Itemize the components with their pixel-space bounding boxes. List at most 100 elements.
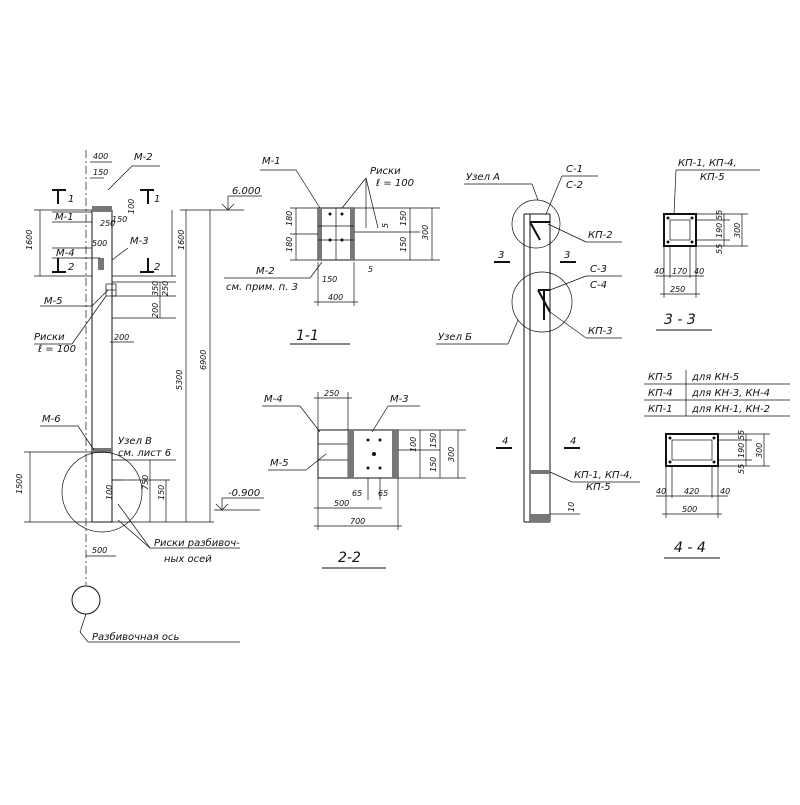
label-c3: С-3 [590,264,607,275]
cut-4-left: 4 [502,436,508,447]
label-1-1-m1: М-1 [262,156,281,167]
plate-m1-mark [92,206,112,212]
label-node-v-1: Узел В [118,436,152,447]
table-cell-name: КП-4 [648,388,673,399]
label-3-3-kp2: КП-5 [700,172,725,183]
column-elevation: 400 150 М-2 1 1 М-1 250 150 100 1600 500… [15,150,264,643]
dim-4-4-40b: 40 [720,487,730,496]
dim-1-1-300: 300 [421,225,430,240]
dim-4-4-420: 420 [684,487,699,496]
cut-2-left: 2 [68,262,74,273]
dim-750: 750 [141,475,150,490]
label-1-1-risks-l: ℓ = 100 [376,178,414,189]
label-risks-axes-2: ных осей [164,554,212,565]
cut-1-left: 1 [68,194,74,205]
dim-2-2-300: 300 [447,447,456,462]
label-1-1-risks: Риски [370,166,401,177]
node-b-circle [511,271,573,333]
dim-4-4-40a: 40 [656,487,666,496]
dim-150-top: 150 [93,168,108,177]
dim-3-3-250: 250 [670,285,685,294]
dim-1-1-5a: 5 [381,223,390,228]
dim-4-4-500: 500 [682,505,697,514]
table-row: КП-4 для КН-3, КН-4 [648,388,770,399]
label-risks-axes-1: Риски разбивоч- [154,537,240,549]
table-cell-use: для КН-1, КН-2 [691,404,770,415]
dim-1-1-400: 400 [328,293,343,302]
cut-2-right: 2 [154,262,160,273]
section-1-1-title: 1-1 [296,328,319,344]
label-kp-bottom-2: КП-5 [586,482,611,493]
node-v-circle [61,451,143,533]
label-kp2: КП-2 [588,230,613,241]
dim-1500: 1500 [15,474,24,494]
table-cell-name: КП-5 [648,372,673,383]
section-4-4: КП-5 для КН-5 КП-4 для КН-3, КН-4 КП-1 д… [644,370,790,559]
label-m2: М-2 [134,152,153,163]
cut-1-right: 1 [154,194,160,205]
axis-bubble [71,585,101,615]
label-c4: С-4 [590,280,607,291]
table-cell-name: КП-1 [648,404,673,415]
plate-m4-mark [98,258,104,270]
dim-3-3-40b: 40 [694,267,704,276]
table-cell-use: для КН-3, КН-4 [691,388,770,399]
dim-2-2-250: 250 [324,389,339,398]
label-c2: С-2 [566,180,583,191]
dim-2-2-100: 100 [409,437,418,452]
cut-3-left: 3 [498,250,504,261]
dim-2-2-65b: 65 [378,489,388,498]
elevation-mark-bottom: -0.900 [228,488,260,499]
section-3-3-title: 3 - 3 [664,312,696,328]
label-2-2-m4: М-4 [264,394,283,405]
label-node-b: Узел Б [438,332,472,343]
dim-3-3-55b: 55 [715,244,724,254]
dim-2-2-700: 700 [350,517,365,526]
dim-3-3-170: 170 [672,267,687,276]
dim-6900: 6900 [199,350,208,370]
dim-1-1-180b: 180 [285,237,294,252]
dim-250-mid: 250 [161,281,170,296]
plate-m6-mark [92,448,112,453]
dim-2-2-65a: 65 [352,489,362,498]
table-row: КП-1 для КН-1, КН-2 [648,404,770,415]
label-m6: М-6 [42,414,61,425]
label-node-a: Узел А [466,172,500,183]
kp-table: КП-5 для КН-5 КП-4 для КН-3, КН-4 КП-1 д… [644,370,790,417]
cut-3-right: 3 [564,250,570,261]
label-m3: М-3 [130,236,149,247]
label-1-1-m2-note: см. прим. п. 3 [226,282,298,293]
label-node-v-2: см. лист 6 [118,448,171,459]
label-2-2-m5: М-5 [270,458,289,469]
dim-400: 400 [93,152,108,161]
section-3-3-box [663,213,697,247]
dim-2-2-150b: 150 [429,457,438,472]
dim-200-mid: 200 [151,303,160,318]
dim-1-1-5b: 5 [368,265,373,274]
dim-150-mid: 150 [112,215,127,224]
dim-100-low: 100 [105,485,114,500]
section-4-4-title: 4 - 4 [674,540,706,556]
section-3-3: КП-1, КП-4, КП-5 55 190 55 300 40 170 40… [654,158,760,331]
dim-1-1-150: 150 [322,275,337,284]
label-2-2-m3: М-3 [390,394,409,405]
dim-2-2-150: 150 [429,433,438,448]
dim-4-4-300: 300 [755,443,764,458]
dim-4-4-55a: 55 [737,430,746,440]
label-1-1-m2: М-2 [256,266,275,277]
dim-1600-right: 1600 [177,230,186,250]
section-2-2-title: 2-2 [338,550,361,566]
dim-4-4-55b: 55 [737,464,746,474]
dim-5300: 5300 [175,370,184,390]
section-1-1: М-1 Риски ℓ = 100 180 180 5 150 150 300 … [224,156,440,345]
node-column: Узел А С-1 С-2 КП-2 С-3 С-4 КП-3 Узел Б … [436,164,640,523]
dim-1-1-150b: 150 [399,211,408,226]
dim-500-top: 500 [92,239,107,248]
dim-200-bottom: 200 [114,333,129,342]
dim-1-1-150c: 150 [399,237,408,252]
dim-4-4-190: 190 [737,443,746,458]
label-risks-l: ℓ = 100 [38,344,76,355]
dim-100-top: 100 [127,199,136,214]
dim-500-bottom: 500 [92,546,107,555]
